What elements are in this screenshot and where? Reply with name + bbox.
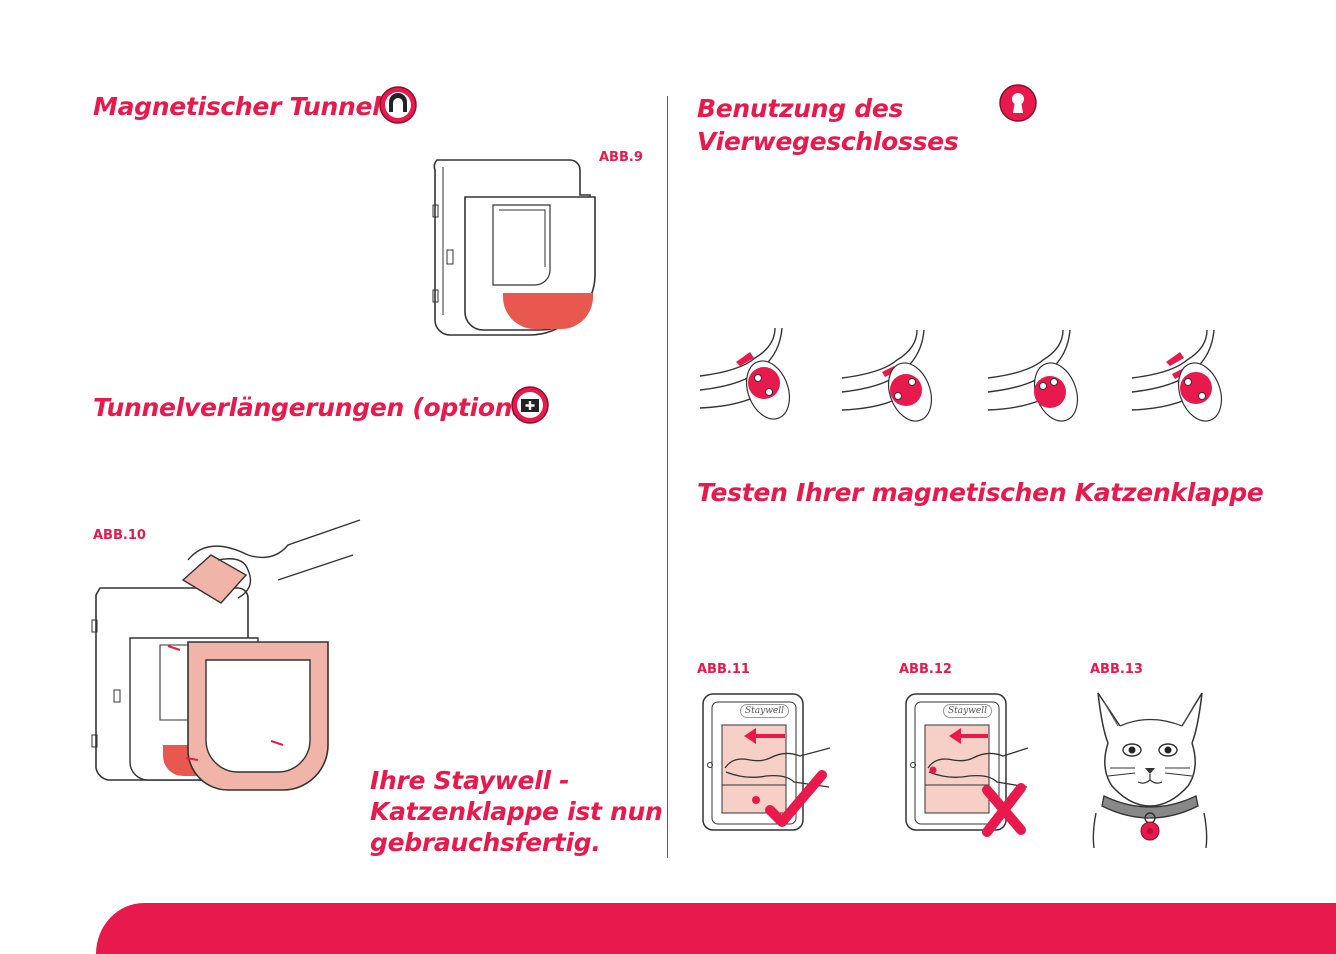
footer-band (96, 903, 1336, 954)
ready-message: Ihre Staywell - Katzenklappe ist nun geb… (370, 765, 663, 858)
keyhole-icon (999, 84, 1037, 122)
ready-line-2: Katzenklappe ist nun (370, 797, 663, 826)
figure-label-abb13: ABB.13 (1090, 662, 1143, 677)
section-title-testing: Testen Ihrer magnetischen Katzenklappe (697, 478, 1264, 507)
figure-label-abb9: ABB.9 (599, 150, 643, 165)
lock-title-line-1: Benutzung des (697, 94, 904, 123)
tunnel-extension-illustration (91, 519, 361, 791)
column-divider (667, 96, 668, 858)
brand-mark-abb12: Staywell (943, 704, 993, 718)
ready-line-1: Ihre Staywell - (370, 766, 570, 795)
section-title-tunnel-extensions: Tunnelverlängerungen (optional) (93, 393, 549, 422)
figure-label-abb12: ABB.12 (899, 662, 952, 677)
brand-mark-abb11: Staywell (740, 704, 790, 718)
lock-title-line-2: Vierwegeschlosses (697, 127, 959, 156)
figure-label-abb11: ABB.11 (697, 662, 750, 677)
tunnel-icon (379, 86, 417, 124)
lock-position-3 (987, 329, 1079, 422)
lock-position-2 (841, 329, 933, 422)
incorrect-test-illustration (905, 693, 1029, 837)
ready-line-3: gebrauchsfertig. (370, 828, 601, 857)
lock-position-1 (699, 327, 791, 420)
tunnel-extension-icon (511, 386, 549, 424)
section-title-four-way-lock: Benutzung des Vierwegeschlosses (697, 92, 959, 158)
figure-abb12: Staywell (903, 690, 1033, 840)
correct-test-illustration (702, 693, 831, 831)
section-title-magnetic-tunnel: Magnetischer Tunnel (93, 92, 381, 121)
lock-position-4 (1131, 329, 1223, 422)
figure-abb11: Staywell (700, 690, 835, 835)
cat-flap-tunnel-illustration (432, 159, 596, 336)
figure-label-abb10: ABB.10 (93, 528, 146, 543)
cat-with-magnetic-collar-illustration (1092, 692, 1208, 849)
